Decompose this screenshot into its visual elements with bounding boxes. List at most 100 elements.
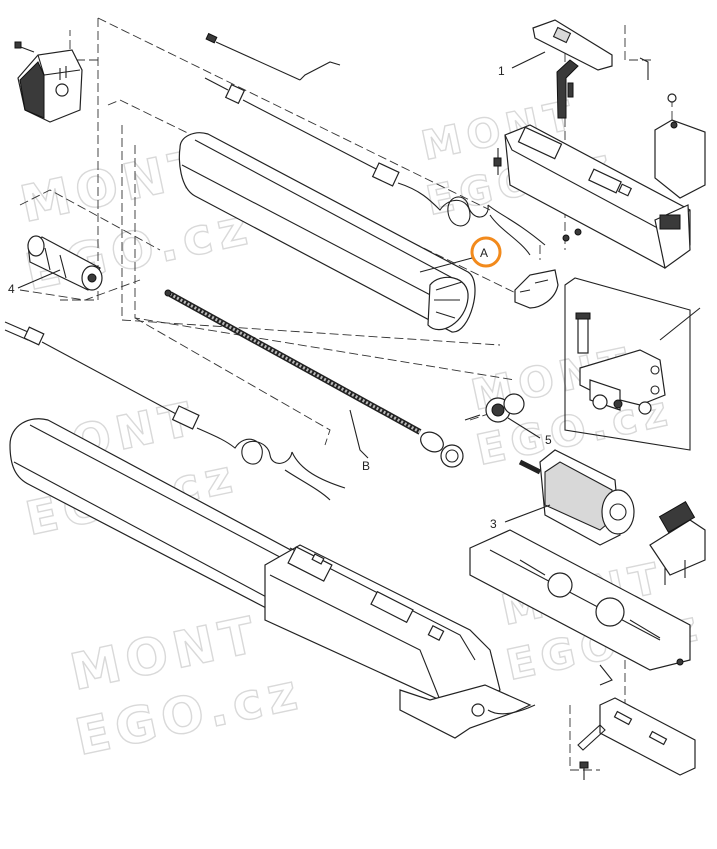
- cable-connector: [224, 83, 246, 105]
- bracket-leader: [659, 307, 701, 341]
- motor-endcap-center: [609, 503, 627, 521]
- leader-line-3: [504, 504, 551, 523]
- gear-part-5: 5: [464, 393, 552, 447]
- control-board: [649, 501, 706, 585]
- end-cap-slot: [59, 66, 67, 80]
- clip-body: [514, 269, 559, 309]
- lead-screw-b: B: [164, 289, 464, 473]
- screw-tip: [164, 289, 172, 297]
- label-5: 5: [545, 433, 552, 447]
- allen-key: [556, 59, 579, 119]
- cable-wire-end: [487, 204, 546, 256]
- cable-wire: [215, 41, 301, 81]
- guide-line: [19, 189, 161, 251]
- label-1: 1: [498, 64, 505, 78]
- pin: [464, 414, 481, 421]
- guide-line: [60, 18, 99, 301]
- actuator-arm-edge: [13, 461, 273, 601]
- bracket-hole: [650, 385, 660, 395]
- actuator-base-bracket: [399, 684, 532, 739]
- screw-shaft: [168, 291, 422, 435]
- screw-top-left: [14, 41, 35, 53]
- cable-junction: [371, 162, 400, 187]
- bracket-bolt: [577, 317, 589, 354]
- cable-end-plug: [205, 32, 218, 44]
- actuator-assembly: [9, 418, 536, 739]
- highlight-ring-a: A: [419, 236, 502, 273]
- actuator-pivot: [471, 703, 485, 717]
- roller-hole: [87, 273, 97, 283]
- guide-line: [121, 125, 501, 346]
- leader-line-4: [17, 269, 61, 289]
- bracket-knob: [638, 401, 652, 415]
- gearbox-rib: [519, 559, 661, 639]
- screw-thread: [169, 292, 421, 434]
- end-cap-side: [19, 61, 45, 119]
- guide-line: [569, 705, 600, 771]
- end-cap-screw: [670, 121, 678, 129]
- screw-gear-inner: [445, 449, 459, 463]
- guide-line: [624, 25, 655, 61]
- cable-c: [204, 32, 546, 256]
- roller-ring: [44, 247, 67, 279]
- cable-junction: [171, 405, 200, 430]
- mounting-rail: [577, 697, 696, 780]
- cover-plate: [532, 19, 613, 71]
- latch-pin: [639, 57, 649, 80]
- small-screw: [567, 82, 574, 98]
- gearbox-gear: [547, 572, 573, 598]
- rail-screw: [579, 761, 589, 769]
- actuator-status-led: [427, 625, 445, 641]
- bracket-nut: [592, 394, 608, 410]
- cable-coil: [397, 182, 489, 227]
- leader-line-5: [507, 417, 541, 439]
- end-cap-rear: [17, 49, 83, 123]
- cover-part-1: 1: [498, 19, 649, 119]
- actuator-arm-edge: [29, 424, 296, 566]
- washer: [574, 228, 582, 236]
- roller-part-4: 4: [8, 235, 103, 296]
- guide-line: [134, 317, 331, 446]
- motor-part-3: 3: [490, 449, 635, 546]
- screw-gear: [440, 444, 464, 468]
- rail-slot: [648, 730, 668, 746]
- gearbox-edge: [489, 549, 661, 641]
- bracket-washer: [613, 399, 623, 409]
- gearbox-housing: [469, 529, 691, 686]
- end-cap-pin: [667, 93, 677, 103]
- rail-body: [599, 697, 696, 776]
- bracket-panel: [564, 277, 691, 451]
- cable-connector: [23, 326, 45, 346]
- label-a: A: [480, 246, 488, 260]
- tube-end-detail: [434, 281, 463, 319]
- cover-slot: [552, 26, 572, 44]
- leader-line-1: [511, 51, 546, 69]
- tube-body: [178, 132, 476, 333]
- label-b: B: [362, 459, 370, 473]
- rail-slot: [613, 710, 633, 726]
- gearbox-shell: [469, 529, 691, 671]
- gear-core: [491, 403, 505, 417]
- label-4: 4: [8, 282, 15, 296]
- rail-pin: [577, 724, 606, 751]
- screw-head: [14, 41, 22, 49]
- end-cap-front-right: [654, 93, 706, 199]
- motor-shaft: [518, 459, 542, 475]
- highlight-circle: [470, 236, 502, 268]
- cable-lower: [4, 321, 346, 501]
- main-tube-a: [178, 132, 476, 333]
- screw-nut: [420, 431, 444, 453]
- actuator-box-edge: [269, 547, 476, 701]
- roller-end: [27, 235, 45, 257]
- housing-port: [659, 214, 681, 230]
- actuator-cover-slot: [370, 590, 414, 624]
- housing-slot: [588, 168, 622, 194]
- gearbox-screw: [676, 658, 684, 666]
- housing-button: [617, 183, 633, 197]
- actuator-cover-button: [311, 553, 325, 565]
- housing-screw-head: [493, 157, 502, 167]
- cable-wire-end: [284, 451, 346, 501]
- actuator-cable: [487, 704, 536, 715]
- cable-wire-thick: [242, 99, 379, 171]
